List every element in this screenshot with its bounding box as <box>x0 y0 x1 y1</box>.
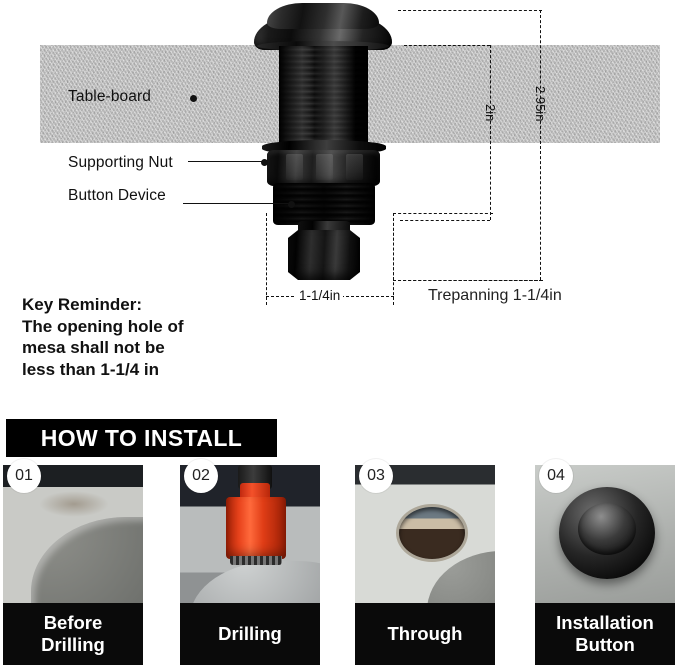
dim-2in-label: 2in <box>483 104 498 122</box>
button-assembly-illustration <box>238 0 408 290</box>
sink-basin <box>31 517 143 603</box>
how-to-install-banner: HOW TO INSTALL <box>6 419 277 457</box>
step-number-badge: 03 <box>359 459 393 493</box>
button-device-leader-dot <box>288 201 295 208</box>
step-number-badge: 04 <box>539 459 573 493</box>
supporting-nut-leader-line <box>188 160 263 163</box>
dim-hole-left-line <box>266 213 267 305</box>
sink-basin <box>427 551 495 603</box>
step-caption: Drilling <box>180 603 320 665</box>
supporting-nut-leader-dot <box>261 159 268 166</box>
bottom-hex-nut <box>288 230 360 280</box>
trepanning-top-line <box>393 213 493 214</box>
hole-saw-teeth <box>230 556 282 565</box>
install-step-card: 04 Installation Button <box>535 459 675 665</box>
dim-295-top-extension <box>398 10 542 11</box>
hole-saw-shank <box>240 483 270 501</box>
step-caption-line-1: Installation <box>556 612 654 633</box>
dim-2in-top-extension <box>404 45 490 46</box>
supporting-nut-part <box>267 150 380 186</box>
button-cap-top <box>267 3 379 29</box>
trepanning-left-line <box>393 213 394 280</box>
key-reminder-text: Key Reminder: The opening hole of mesa s… <box>22 294 272 380</box>
step-caption-line-1: Before <box>43 612 103 633</box>
dim-2in-vertical-line <box>490 45 491 220</box>
dim-295-label: 2.95in <box>533 86 548 122</box>
threaded-barrel <box>279 46 368 145</box>
key-reminder-line-2: The opening hole of <box>22 316 184 336</box>
step-photo-before-drilling <box>3 465 143 603</box>
supporting-nut-label: Supporting Nut <box>68 154 173 171</box>
nut-facet <box>346 154 363 180</box>
sink-surface-image <box>3 465 143 603</box>
step-number-badge: 02 <box>184 459 218 493</box>
step-caption: Before Drilling <box>3 603 143 665</box>
key-reminder-line-1: Key Reminder: <box>22 295 142 314</box>
button-cap <box>578 503 636 555</box>
table-board-label-dot <box>190 95 197 102</box>
trepanning-bottom-line <box>393 280 543 281</box>
drilled-hole <box>399 507 465 559</box>
surface-mark <box>39 491 109 517</box>
table-board-label: Table-board <box>68 88 151 105</box>
step-caption-line-2: Drilling <box>41 634 105 655</box>
dim-2in-bottom-extension <box>400 220 490 221</box>
install-step-card: 02 Drilling <box>180 459 320 665</box>
hole-saw-body <box>226 497 286 559</box>
step-caption-line-1: Drilling <box>218 623 282 644</box>
nut-facet <box>286 154 303 180</box>
button-device-label: Button Device <box>68 187 166 204</box>
step-caption-line-1: Through <box>387 623 463 644</box>
step-caption: Installation Button <box>535 603 675 665</box>
install-step-card: 01 Before Drilling <box>3 459 143 665</box>
step-caption: Through <box>355 603 495 665</box>
key-reminder-line-3: mesa shall not be <box>22 338 165 357</box>
nut-facet <box>316 154 333 180</box>
install-step-card: 03 Through <box>355 459 495 665</box>
dim-hole-label: 1-1/4in <box>296 288 344 303</box>
sink-basin <box>190 561 320 603</box>
trepanning-label: Trepanning 1-1/4in <box>428 287 562 304</box>
step-caption-line-2: Button <box>575 634 635 655</box>
step-number-badge: 01 <box>7 459 41 493</box>
cross-section-diagram: Table-board Supporting Nut Button Device… <box>40 0 660 305</box>
button-device-leader-line <box>183 202 290 205</box>
dim-295-vertical-line <box>540 10 541 280</box>
key-reminder-line-4: less than 1-1/4 in <box>22 359 159 379</box>
